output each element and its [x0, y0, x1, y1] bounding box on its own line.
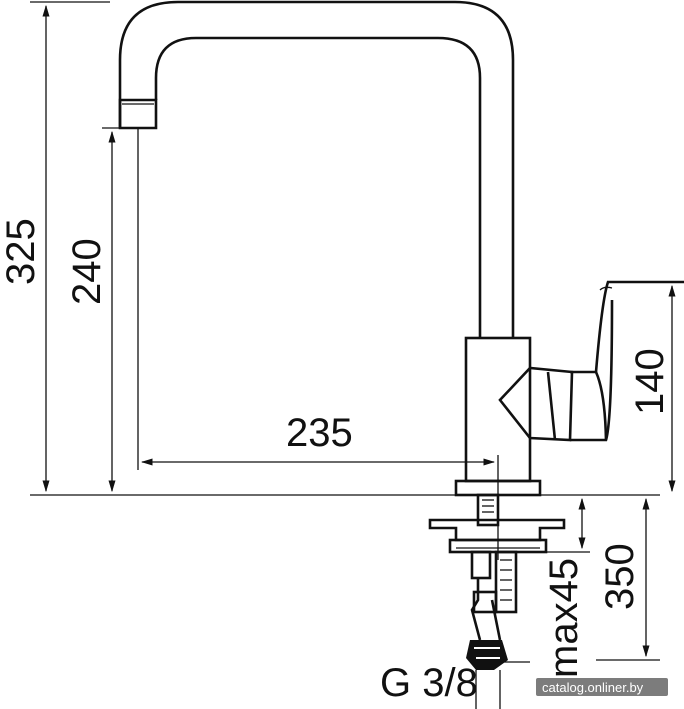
- dimension-max-deck: [546, 497, 590, 553]
- watermark-bg: [536, 678, 668, 696]
- dim-label-max45: max45: [542, 558, 586, 678]
- lever-handle: [498, 280, 684, 442]
- dimension-hose-length: [540, 494, 660, 661]
- dimension-reach: [137, 128, 499, 560]
- dimension-total-height: [30, 1, 458, 496]
- dim-label-g38: G 3/8: [380, 661, 478, 705]
- dimension-connection: [475, 661, 530, 709]
- spout: [118, 0, 515, 338]
- dim-label-140: 140: [628, 348, 672, 415]
- dim-label-350: 350: [598, 543, 642, 610]
- dimension-handle-height: [612, 281, 684, 493]
- dimension-spout-height: [102, 127, 120, 493]
- dim-label-235: 235: [286, 411, 353, 455]
- dim-label-240: 240: [65, 238, 109, 305]
- dim-label-325: 325: [0, 218, 43, 285]
- watermark: catalog.onliner.by: [542, 680, 644, 695]
